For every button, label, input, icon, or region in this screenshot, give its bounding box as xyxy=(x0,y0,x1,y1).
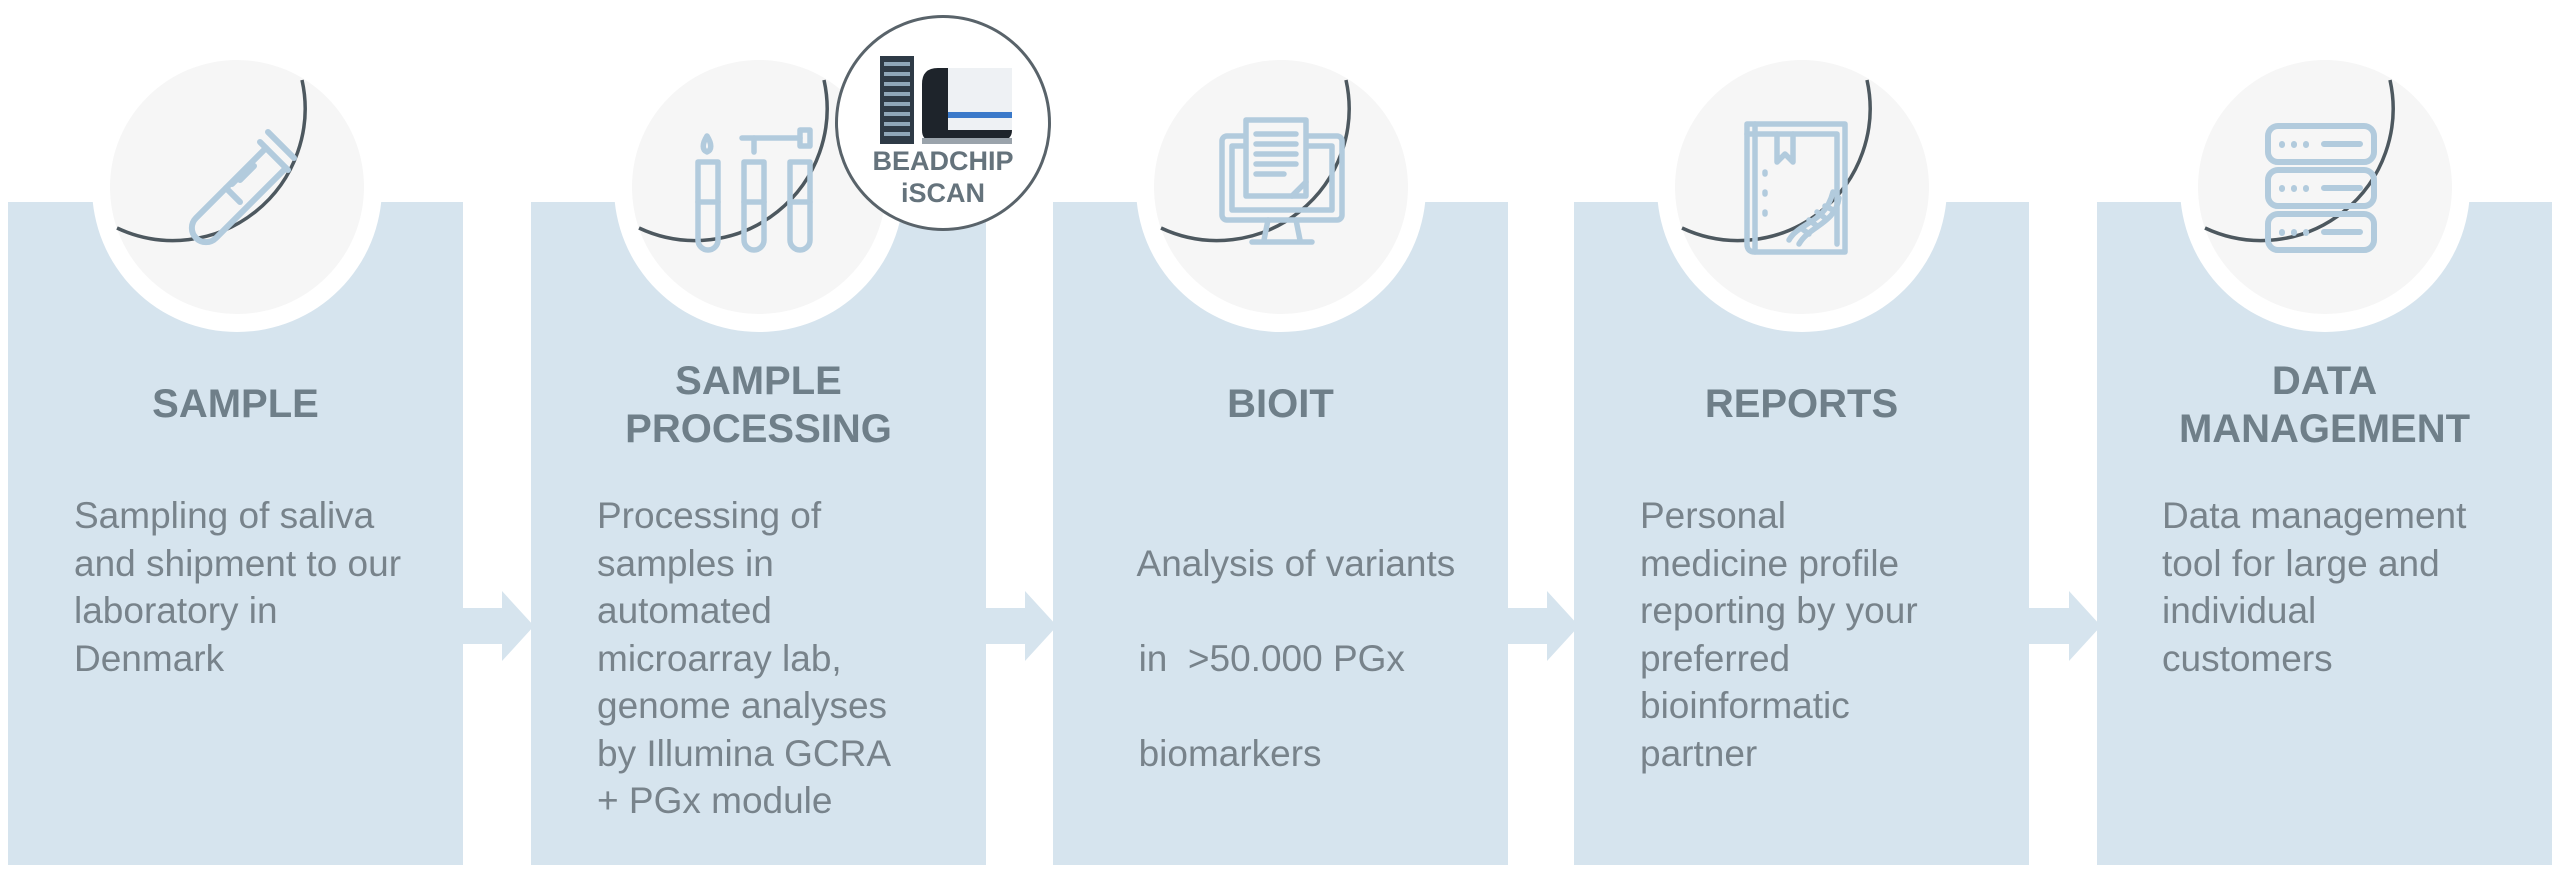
step-description-reports: Personal medicine profile reporting by y… xyxy=(1640,492,2000,777)
progress-ring-sample-processing xyxy=(638,79,829,243)
flow-arrow-3 xyxy=(1507,591,1579,661)
description-line: by Illumina GCRA xyxy=(597,732,892,774)
description-line: Denmark xyxy=(74,637,225,679)
step-title-bioit: BIOIT xyxy=(1053,380,1508,428)
flow-arrow-4 xyxy=(2029,591,2101,661)
description-line: biomarkers xyxy=(1138,732,1322,774)
description-line: reporting by your xyxy=(1640,590,1918,631)
description-line: samples in xyxy=(597,542,774,584)
description-line: genome analyses xyxy=(597,685,888,726)
description-line: bioinformatic xyxy=(1640,685,1850,726)
description-line: in >50.000 PGx xyxy=(1138,637,1405,679)
beadchip-label-line1: BEADCHIP xyxy=(872,146,1014,176)
flow-arrow-1 xyxy=(462,591,534,661)
description-line: medicine profile xyxy=(1640,542,1900,584)
step-title-sample: SAMPLE xyxy=(8,380,463,428)
step-title-reports: REPORTS xyxy=(1574,380,2029,428)
dna-book-icon xyxy=(1744,121,1848,255)
description-line: Sampling of saliva xyxy=(74,495,375,536)
description-line: and shipment to our xyxy=(74,542,402,584)
step-description-data-management: Data management tool for large and indiv… xyxy=(2162,492,2522,682)
scanner-instrument-icon xyxy=(880,56,1012,144)
step-title-line: SAMPLE xyxy=(675,359,842,403)
step-description-bioit: Analysis of variants in >50.000 PGx biom… xyxy=(1118,492,1478,777)
icon-circle-inner-reports xyxy=(1675,60,1929,314)
step-title-data-management: DATA MANAGEMENT xyxy=(2097,357,2552,453)
step-description-sample-processing: Processing of samples in automated micro… xyxy=(597,492,957,825)
description-line: Analysis of variants xyxy=(1136,542,1456,584)
test-tubes-pipette-icon xyxy=(695,127,813,253)
description-line: individual xyxy=(2162,590,2317,631)
icon-circle-inner-sample xyxy=(110,60,364,314)
server-stack-icon xyxy=(2265,123,2377,253)
description-line: Processing of xyxy=(597,495,822,536)
beadchip-label-line2: iSCAN xyxy=(900,178,985,208)
test-tube-icon xyxy=(188,129,297,246)
description-line: tool for large and xyxy=(2162,542,2440,584)
description-line: Personal xyxy=(1640,495,1787,536)
step-title-line: DATA xyxy=(2271,359,2378,403)
description-line: partner xyxy=(1640,732,1758,774)
description-line: preferred xyxy=(1640,637,1791,679)
flow-arrow-2 xyxy=(985,591,1057,661)
step-title-line: BIOIT xyxy=(1227,382,1334,426)
beadchip-iscan-badge: BEADCHIP iSCAN xyxy=(835,15,1051,231)
description-line: laboratory in xyxy=(74,590,278,631)
progress-ring-sample xyxy=(116,79,307,243)
step-title-line: PROCESSING xyxy=(625,407,892,451)
description-line: automated xyxy=(597,590,772,631)
description-line: customers xyxy=(2162,637,2333,679)
step-title-line: REPORTS xyxy=(1704,382,1899,426)
description-line: Data management xyxy=(2162,495,2467,536)
step-title-line: MANAGEMENT xyxy=(2178,407,2471,451)
step-title-line: SAMPLE xyxy=(152,382,319,426)
step-description-sample: Sampling of saliva and shipment to our l… xyxy=(74,492,434,682)
step-title-sample-processing: SAMPLE PROCESSING xyxy=(531,357,986,453)
description-line: + PGx module xyxy=(597,780,833,821)
computer-document-icon xyxy=(1219,117,1345,245)
description-line: microarray lab, xyxy=(597,637,842,679)
